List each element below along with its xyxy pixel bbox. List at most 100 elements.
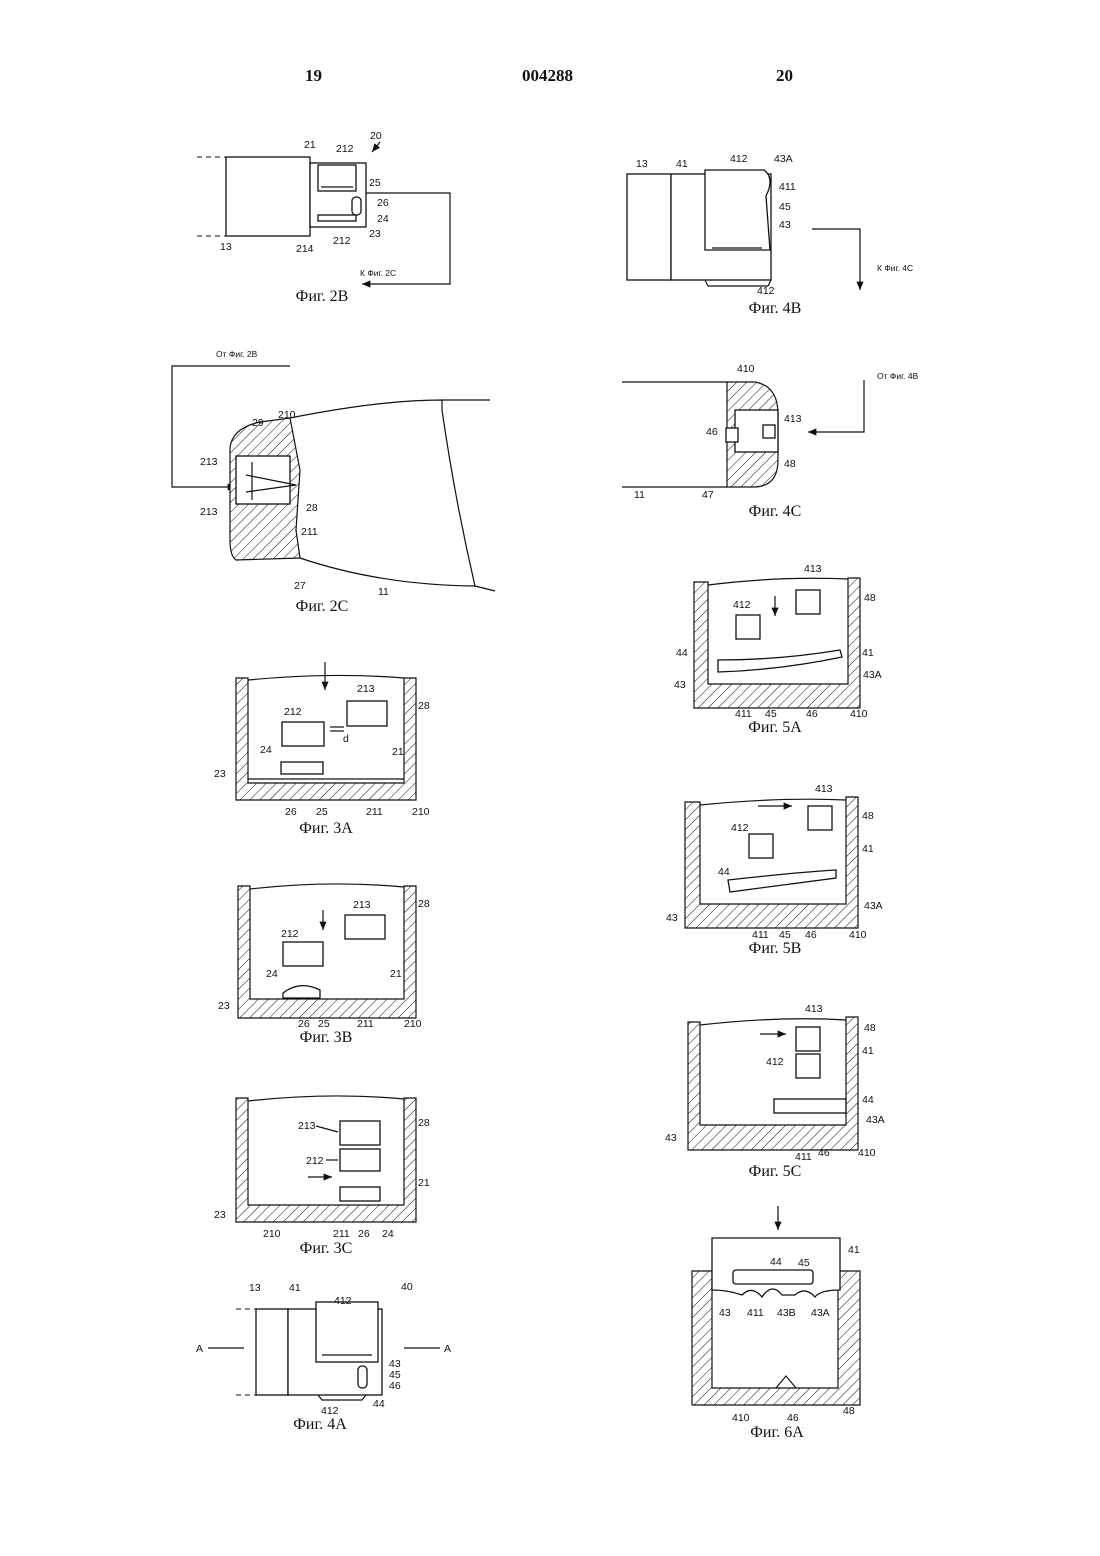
fig3c-label-212: 212 [306, 1155, 324, 1167]
fig5c-label-410: 410 [858, 1147, 876, 1159]
fig2c-label-211: 211 [301, 526, 318, 538]
fig2b-label-13: 13 [220, 241, 232, 253]
fig5a-label-44: 44 [676, 647, 688, 659]
fig3a-label-24: 24 [260, 744, 272, 756]
fig2b-label-25: 25 [369, 177, 381, 189]
fig2b-arrow-label: К Фиг. 2С [360, 268, 396, 278]
fig5a-label-43: 43 [674, 679, 686, 691]
fig3a-label-212: 212 [284, 706, 302, 718]
fig2c-arrow-label: От Фиг. 2В [216, 349, 258, 359]
caption-fig-4c: Фиг. 4С [695, 503, 855, 521]
fig4a-label-412-top: 412 [334, 1295, 352, 1307]
fig3c-label-24: 24 [382, 1228, 394, 1240]
fig3a-label-25: 25 [316, 806, 328, 818]
fig4a-label-A-left: A [196, 1343, 203, 1355]
fig4b-arrow-label: К Фиг. 4С [877, 263, 913, 273]
fig5b-label-43A: 43A [864, 900, 883, 912]
fig6a-label-45: 45 [798, 1257, 810, 1269]
figure-4a: 13 41 412 40 A A 43 45 46 44 412 [196, 1281, 451, 1417]
caption-fig-6a: Фиг. 6А [697, 1424, 857, 1442]
fig5c-label-43A: 43A [866, 1114, 885, 1126]
fig3c-label-213: 213 [298, 1120, 316, 1132]
fig6a-label-44: 44 [770, 1256, 782, 1268]
fig3a-label-28: 28 [418, 700, 430, 712]
fig4c-label-11: 11 [634, 489, 645, 501]
fig5a-label-48: 48 [864, 592, 876, 604]
fig2c-label-27: 27 [294, 580, 306, 592]
fig3a-label-23: 23 [214, 768, 226, 780]
fig2b-label-214: 214 [296, 243, 314, 255]
fig6a-label-43A: 43A [811, 1307, 830, 1319]
fig4a-label-13: 13 [249, 1282, 261, 1294]
fig4b-label-412-bottom: 412 [757, 285, 775, 297]
fig5c-label-412: 412 [766, 1056, 784, 1068]
fig4a-label-44: 44 [373, 1398, 385, 1410]
fig5c-label-48: 48 [864, 1022, 876, 1034]
fig4a-label-A-right: A [444, 1343, 451, 1355]
figure-2c: От Фиг. 2В 29 210 213 213 28 211 27 11 [172, 349, 495, 598]
fig2c-label-28: 28 [306, 502, 318, 514]
fig6a-label-43B: 43B [777, 1307, 796, 1319]
fig4c-arrow-label: От Фиг. 4В [877, 371, 919, 381]
figure-5a: 413 48 412 41 44 43 43A 411 45 46 410 [674, 563, 882, 720]
fig3c-label-211: 211 [333, 1228, 350, 1240]
fig5a-label-41: 41 [862, 647, 874, 659]
fig4b-label-411: 411 [779, 181, 796, 193]
fig4c-label-47: 47 [702, 489, 714, 501]
fig2b-label-212-top: 212 [336, 143, 354, 155]
fig2c-label-213-top: 213 [200, 456, 218, 468]
caption-fig-3c: Фиг. 3С [246, 1240, 406, 1258]
fig5a-label-412: 412 [733, 599, 751, 611]
fig5b-label-41: 41 [862, 843, 874, 855]
fig5b-label-413: 413 [815, 783, 833, 795]
fig5c-label-44: 44 [862, 1094, 874, 1106]
fig3b-label-23: 23 [218, 1000, 230, 1012]
fig6a-label-46: 46 [787, 1412, 799, 1424]
figure-4b: 13 41 412 43A 411 45 43 412 К Фиг. 4С [627, 153, 913, 297]
figure-4c: 410 413 46 48 11 47 От Фиг. 4В [622, 363, 919, 501]
fig5b-label-44: 44 [718, 866, 730, 878]
fig3c-label-28: 28 [418, 1117, 430, 1129]
figure-3a: 213 28 212 d 21 24 23 26 25 211 210 [214, 662, 430, 818]
caption-fig-2c: Фиг. 2С [242, 598, 402, 616]
fig4c-label-410: 410 [737, 363, 755, 375]
fig2b-label-20: 20 [370, 130, 382, 142]
caption-fig-3b: Фиг. 3В [246, 1029, 406, 1047]
caption-fig-4a: Фиг. 4А [240, 1416, 400, 1434]
fig6a-label-41: 41 [848, 1244, 860, 1256]
fig5c-label-46: 46 [818, 1147, 830, 1159]
fig4b-label-43: 43 [779, 219, 791, 231]
fig4b-label-45: 45 [779, 201, 791, 213]
caption-fig-5c: Фиг. 5С [695, 1163, 855, 1181]
fig3b-label-210: 210 [404, 1018, 422, 1030]
fig3c-label-210: 210 [263, 1228, 281, 1240]
fig5c-label-41: 41 [862, 1045, 874, 1057]
fig4b-label-412-top: 412 [730, 153, 748, 165]
fig4b-label-13: 13 [636, 158, 648, 170]
fig3c-label-26: 26 [358, 1228, 370, 1240]
figure-3b: 213 28 212 21 24 23 26 25 211 210 [218, 884, 430, 1030]
fig5a-label-43A: 43A [863, 669, 882, 681]
fig2b-label-26: 26 [377, 197, 389, 209]
fig3b-label-212: 212 [281, 928, 299, 940]
fig5c-label-411: 411 [795, 1151, 812, 1163]
fig6a-label-43: 43 [719, 1307, 731, 1319]
fig3a-label-26: 26 [285, 806, 297, 818]
fig3c-label-23: 23 [214, 1209, 226, 1221]
fig4b-label-43A: 43A [774, 153, 793, 165]
fig4b-label-41: 41 [676, 158, 688, 170]
fig5c-label-43: 43 [665, 1132, 677, 1144]
fig2c-label-29: 29 [252, 417, 264, 429]
fig2b-label-212-bottom: 212 [333, 235, 351, 247]
fig4c-label-413: 413 [784, 413, 802, 425]
figure-5c: 413 48 412 41 44 43A 43 411 46 410 [665, 1003, 885, 1163]
fig5b-label-48: 48 [862, 810, 874, 822]
figure-5b: 413 48 412 41 44 43 43A 411 45 46 410 [666, 783, 883, 941]
fig3a-label-213: 213 [357, 683, 375, 695]
figure-3c: 28 213 212 21 23 210 211 26 24 [214, 1096, 430, 1240]
figure-6a: 41 44 45 43 411 43B 43A 410 46 48 [692, 1206, 860, 1424]
fig5b-label-43: 43 [666, 912, 678, 924]
fig2b-label-24: 24 [377, 213, 389, 225]
fig2c-label-11: 11 [378, 586, 389, 598]
